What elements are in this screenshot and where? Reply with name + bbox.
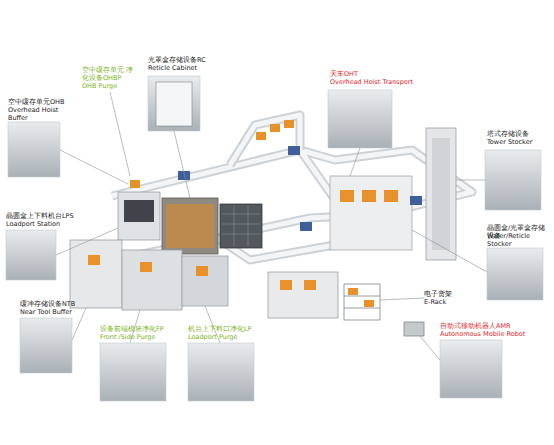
photo-thumbnail	[100, 343, 166, 401]
stocker-pods	[166, 204, 214, 248]
callout-title-en: E-Rack	[424, 298, 474, 306]
pod	[284, 120, 294, 128]
callout-title-en: OHB Purge	[82, 82, 142, 90]
leader-line	[380, 298, 424, 300]
cabinet-grid	[222, 206, 260, 246]
pod	[384, 190, 398, 202]
e-rack-shelf	[344, 296, 380, 308]
leader-line	[420, 336, 440, 360]
pod	[280, 280, 292, 290]
photo-thumbnail	[188, 343, 254, 401]
leader-line	[412, 230, 487, 272]
callout-title-cn: 空中缓存单元 净化设备OHBP	[82, 66, 138, 82]
callout-title-en: Tower Stocker	[487, 138, 547, 146]
oht-vehicle	[410, 196, 422, 205]
callout-title-en: Wafer/Reticle Stocker	[487, 232, 553, 248]
cabinet-photo	[156, 82, 192, 126]
callout-title-cn: 设备前端模块净化FP	[100, 325, 190, 333]
leader-line	[110, 92, 130, 176]
callout-title-cn: 天车OHT	[330, 70, 410, 78]
pod	[256, 132, 266, 140]
callout-title-en: Loadport Station	[6, 220, 86, 228]
callout-title-cn: 缓冲存储设备NTB	[20, 300, 100, 308]
callout-title-en: Overhead Hoist Buffer	[8, 106, 68, 122]
photo-thumbnail	[148, 76, 200, 131]
pod	[130, 180, 140, 188]
callout-title-en: Near Tool Buffer	[20, 308, 100, 316]
pod	[348, 288, 358, 295]
leader-line	[60, 150, 128, 184]
leader-line	[72, 308, 86, 340]
photo-thumbnail	[328, 90, 392, 148]
tower-panel	[432, 138, 450, 250]
callout-title-en: Overhead Hoist Transport	[330, 78, 440, 86]
leader-line	[350, 148, 360, 176]
pod	[340, 190, 354, 202]
machine-window	[124, 200, 154, 222]
pod	[196, 266, 208, 276]
photo-thumbnail	[8, 122, 60, 177]
reticle-cabinet-block	[220, 204, 262, 248]
rail-track	[230, 115, 300, 165]
amr-robot	[404, 322, 424, 336]
callout-title-cn: 电子货架	[424, 290, 474, 298]
photo-thumbnail	[20, 318, 72, 373]
photo-thumbnail	[485, 150, 541, 210]
callout-title-en: Autonomous Mobile Robot	[440, 330, 550, 338]
process-tool	[122, 250, 182, 310]
callout-title-en: Reticle Cabinet	[148, 64, 238, 72]
pod	[304, 280, 316, 290]
stocker-block	[162, 198, 218, 254]
pod	[270, 124, 280, 132]
callout-title-cn: 晶圆盒上下料机台LPS	[6, 212, 106, 220]
oht-vehicle	[288, 146, 300, 155]
leader-line	[174, 131, 190, 198]
near-tool-buffer	[70, 240, 122, 308]
pod	[364, 300, 374, 307]
callout-title-en: Front /Side Purge	[100, 333, 180, 341]
pod	[140, 262, 152, 272]
e-rack	[344, 284, 380, 320]
rail-track	[230, 115, 300, 165]
callout-title-cn: 机台上下料口净化LP	[188, 325, 278, 333]
photo-thumbnail	[440, 340, 502, 398]
leader-line	[56, 228, 118, 255]
loadport-machine	[118, 192, 160, 240]
wafer-stocker-block	[330, 176, 412, 250]
photo-thumbnail	[6, 230, 56, 280]
process-bench	[268, 272, 338, 318]
callout-title-cn: 自动式移动机器人AMR	[440, 322, 540, 330]
callout-title-en: Loadport Purge	[188, 333, 268, 341]
oht-vehicle	[300, 222, 312, 231]
photo-thumbnail	[487, 248, 543, 300]
callout-title-cn: 光罩盒存储设备RC	[148, 56, 238, 64]
pod	[362, 190, 376, 202]
callout-title-cn: 塔式存储设备	[487, 130, 547, 138]
pod	[88, 255, 100, 265]
callout-title-cn: 空中缓存单元OHB	[8, 98, 88, 106]
leader-line	[456, 180, 485, 181]
process-tool	[182, 256, 228, 306]
